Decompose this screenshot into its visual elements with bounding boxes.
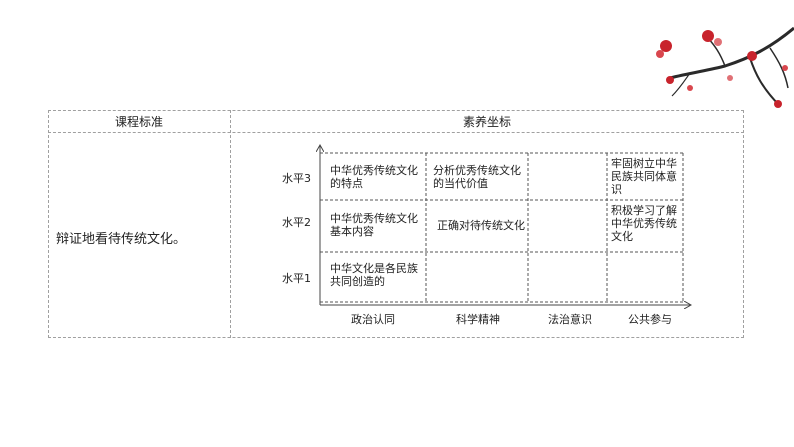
level-label-1: 水平1 [282, 272, 311, 285]
x-label-scientific-spirit: 科学精神 [456, 313, 500, 326]
cell-r3c4: 牢固树立中华民族共同体意识 [611, 157, 677, 196]
level-label-3: 水平3 [282, 172, 311, 185]
header-course-standard: 课程标准 [114, 115, 163, 129]
cell-r2c4: 积极学习了解中华优秀传统文化 [611, 204, 677, 243]
table-header-divider [48, 132, 744, 133]
x-label-political-identity: 政治认同 [351, 313, 395, 326]
plum-blossom-decoration [656, 26, 794, 108]
grid-lines [320, 152, 684, 303]
level-label-2: 水平2 [282, 216, 311, 229]
cell-r1c1: 中华文化是各民族共同创造的 [330, 262, 418, 288]
standards-table [48, 110, 744, 338]
cell-r2c2: 正确对待传统文化 [437, 219, 525, 232]
cell-r3c1: 中华优秀传统文化的特点 [330, 164, 418, 190]
cell-r2c1: 中华优秀传统文化基本内容 [330, 212, 418, 238]
standard-text: 辩证地看待传统文化。 [56, 232, 187, 247]
x-label-rule-of-law: 法治意识 [548, 313, 592, 326]
table-column-divider [230, 110, 231, 338]
header-literacy-coordinate: 素养坐标 [462, 115, 511, 129]
x-label-public-participation: 公共参与 [628, 313, 672, 326]
cell-r3c2: 分析优秀传统文化的当代价值 [433, 164, 521, 190]
